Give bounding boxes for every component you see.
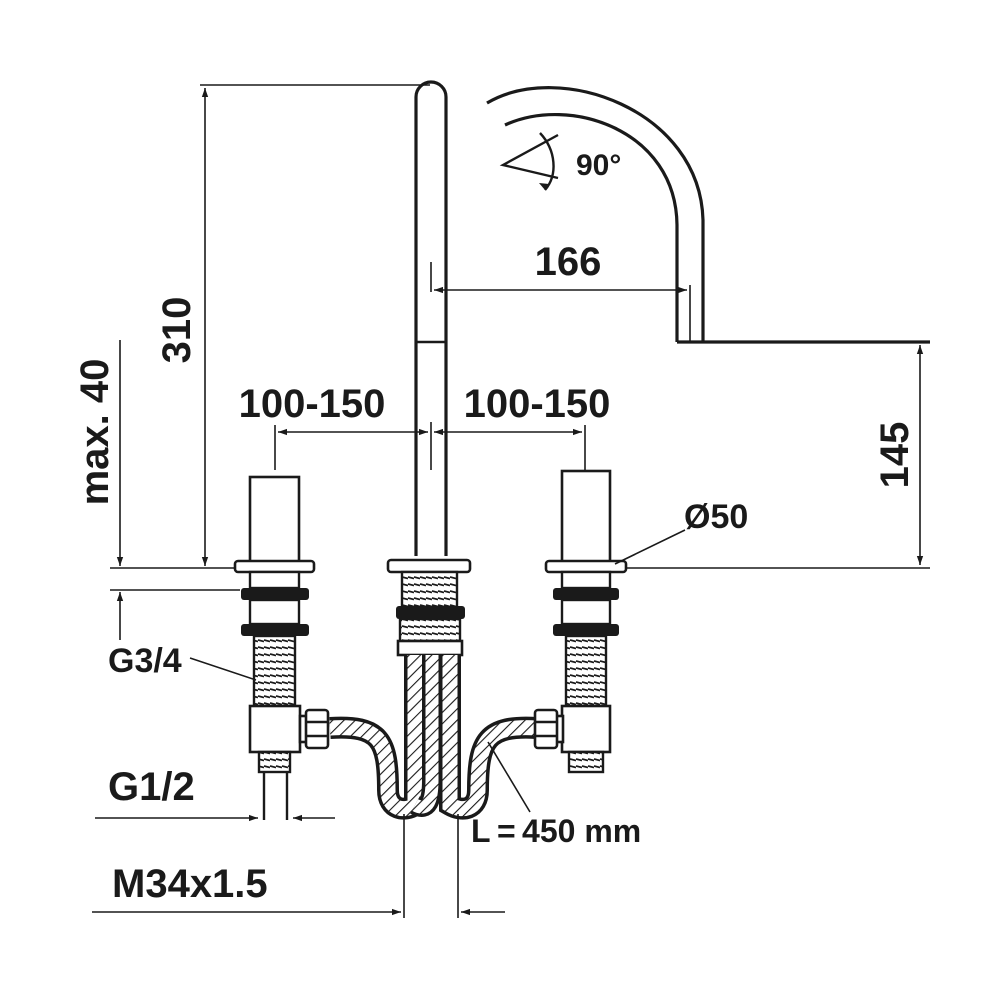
spout-base <box>386 558 472 657</box>
hose-length-label: L = 450 mm <box>471 813 641 849</box>
outlet-height-dimension <box>610 345 930 569</box>
spout <box>414 80 448 556</box>
hose-length-leader <box>487 741 531 813</box>
left-valve <box>233 475 316 820</box>
flange-diameter-leader <box>614 529 686 565</box>
mount-thread-label: M34x1.5 <box>112 862 268 906</box>
spread-left-label: 100-150 <box>239 382 386 426</box>
valve-thread-label: G3/4 <box>108 642 182 680</box>
spout-height-label: 310 <box>155 297 199 364</box>
swivel-angle-icon <box>499 132 559 191</box>
outlet-height-label: 145 <box>873 422 917 489</box>
spout-height-dimension <box>200 84 430 566</box>
spread-right-label: 100-150 <box>464 382 611 426</box>
spout-swivel-outline <box>486 86 930 344</box>
spout-reach-label: 166 <box>535 240 602 284</box>
supply-hoses <box>298 655 565 820</box>
deck-thickness-dimension <box>110 340 240 640</box>
swivel-angle-label: 90° <box>576 149 621 182</box>
valve-thread-leader <box>189 657 257 681</box>
connection-thread-label: G1/2 <box>108 765 195 809</box>
right-valve <box>544 469 628 774</box>
spread-dimension <box>274 425 586 470</box>
flange-diameter-label: Ø50 <box>684 498 748 536</box>
mount-thread-dimension <box>92 814 505 918</box>
deck-thickness-label: max. 40 <box>73 359 117 506</box>
